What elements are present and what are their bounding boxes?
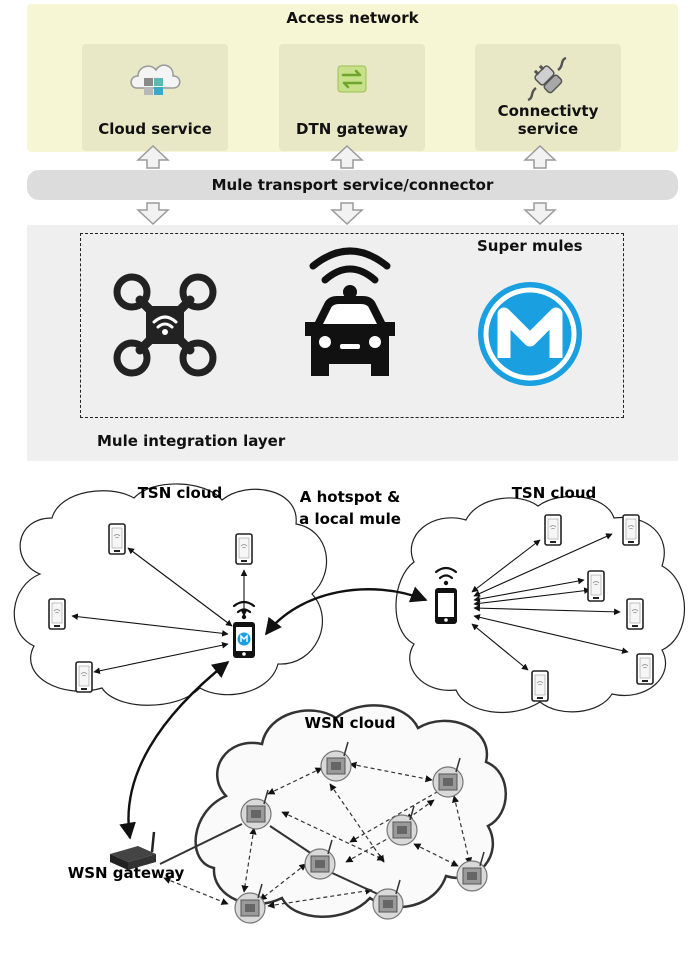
smartphone-icon [622, 514, 640, 546]
up-arrow-icon [330, 144, 364, 169]
network-diagram: TSN cloud A hotspot & a local mule TSN c… [13, 483, 686, 924]
layer-arrows [136, 144, 557, 226]
cloud-service-label: Cloud service [98, 120, 212, 138]
tsn-cloud-left [13, 483, 327, 706]
smartphone-icon [108, 523, 126, 555]
hotspot-phone-icon [232, 600, 256, 658]
down-arrow-icon [523, 202, 557, 226]
cloud-icon [130, 64, 181, 95]
mulesoft-logo-icon [478, 282, 582, 386]
smartphone-icon [235, 533, 253, 565]
tsn-right-label: TSN cloud [512, 484, 597, 502]
connectivity-service-box: Connectivty service [475, 44, 621, 151]
access-network-layer: Access network Cloud service DTN gateway [27, 4, 678, 152]
wsn-gateway-icon [110, 831, 156, 870]
up-arrow-icon [136, 144, 170, 169]
hotspot-label-line1: A hotspot & [300, 488, 400, 506]
access-network-title: Access network [286, 9, 419, 27]
connectivity-service-label: Connectivty service [497, 102, 599, 138]
down-arrow-icon [330, 202, 364, 226]
connected-car-icon [305, 247, 395, 376]
smartphone-icon [75, 661, 93, 693]
mule-transport-label: Mule transport service/connector [211, 176, 494, 194]
smartphone-icon [626, 598, 644, 630]
smartphone-icon [531, 670, 549, 702]
super-mules-label: Super mules [477, 237, 583, 255]
smartphone-icon [48, 598, 66, 630]
hotspot-phone-icon [434, 566, 458, 624]
up-arrow-icon [523, 144, 557, 169]
hotspot-label-line2: a local mule [299, 510, 401, 528]
smartphone-icon [544, 514, 562, 546]
sync-arrows-icon [337, 65, 367, 93]
drone-icon [113, 273, 217, 377]
cloud-service-box: Cloud service [82, 44, 228, 151]
wsn-cloud-label: WSN cloud [305, 714, 396, 732]
plug-icon [527, 56, 567, 102]
dtn-gateway-label: DTN gateway [296, 120, 408, 138]
smartphone-icon [587, 570, 605, 602]
dtn-gateway-box: DTN gateway [279, 44, 425, 151]
down-arrow-icon [136, 202, 170, 226]
smartphone-icon [636, 653, 654, 685]
wsn-gateway-label: WSN gateway [68, 864, 185, 882]
tsn-left-label: TSN cloud [138, 484, 223, 502]
mule-integration-label: Mule integration layer [97, 432, 286, 450]
super-mules-box [80, 233, 624, 418]
mule-transport-bar: Mule transport service/connector [27, 170, 678, 200]
